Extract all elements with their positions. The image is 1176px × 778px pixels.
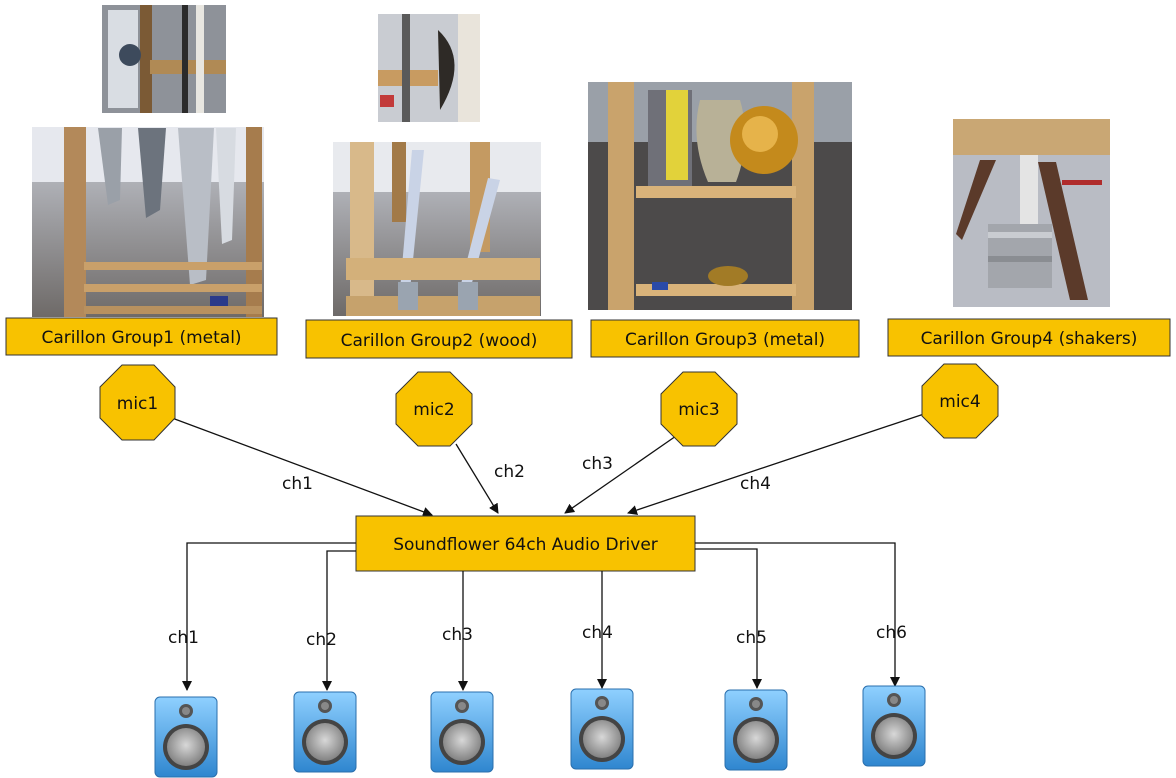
mic3-node: mic3 [660, 371, 738, 447]
output-label-ch3: ch3 [442, 625, 473, 645]
mic2-node: mic2 [395, 371, 473, 447]
edge-driver-speaker1 [182, 542, 356, 691]
mic2-label: mic2 [413, 400, 454, 420]
mic1-label: mic1 [117, 394, 158, 414]
edge-mic4-driver [627, 413, 925, 515]
edge-driver-speaker5 [695, 548, 762, 689]
mic4-label: mic4 [939, 392, 980, 412]
edge-driver-speaker2 [322, 550, 356, 691]
output-label-ch5: ch5 [736, 628, 767, 648]
edge-label-ch2: ch2 [494, 462, 525, 482]
speaker-3 [430, 691, 494, 773]
group1-photo [32, 127, 264, 317]
output-label-ch2: ch2 [306, 630, 337, 650]
edge-label-ch4: ch4 [740, 474, 771, 494]
group4-photo [953, 119, 1110, 307]
group2-label-box: Carillon Group2 (wood) [305, 319, 573, 359]
speaker-icon [724, 689, 788, 771]
group4-label: Carillon Group4 (shakers) [921, 329, 1138, 349]
output-label-ch6: ch6 [876, 623, 907, 643]
output-label-ch1: ch1 [168, 628, 199, 648]
edge-label-ch1: ch1 [282, 474, 313, 494]
edge-mic2-driver [455, 443, 499, 514]
speaker-icon [154, 696, 218, 778]
mic3-label: mic3 [678, 400, 719, 420]
edge-driver-speaker6 [695, 542, 900, 687]
speaker-icon [293, 691, 357, 773]
group2-small-photo [378, 14, 480, 122]
speaker-5 [724, 689, 788, 771]
audio-driver-box: Soundflower 64ch Audio Driver [355, 515, 696, 572]
audio-driver-label: Soundflower 64ch Audio Driver [393, 535, 658, 555]
group1-small-photo [102, 5, 226, 113]
speaker-1 [154, 696, 218, 778]
speaker-icon [570, 688, 634, 770]
group3-label: Carillon Group3 (metal) [625, 330, 825, 350]
edge-label-ch3: ch3 [582, 454, 613, 474]
speaker-4 [570, 688, 634, 770]
mic1-node: mic1 [99, 364, 176, 441]
group3-label-box: Carillon Group3 (metal) [590, 319, 860, 358]
output-label-ch4: ch4 [582, 623, 613, 643]
mic4-node: mic4 [921, 363, 999, 439]
group2-photo [333, 142, 541, 316]
group1-label: Carillon Group1 (metal) [41, 328, 241, 348]
speaker-2 [293, 691, 357, 773]
edge-mic3-driver [564, 435, 677, 514]
speaker-icon [430, 691, 494, 773]
group3-photo [588, 82, 852, 310]
group1-label-box: Carillon Group1 (metal) [5, 317, 278, 356]
speaker-icon [862, 685, 926, 767]
edge-mic1-driver [171, 417, 433, 517]
group4-label-box: Carillon Group4 (shakers) [887, 318, 1171, 357]
speaker-6 [862, 685, 926, 767]
group2-label: Carillon Group2 (wood) [341, 331, 538, 351]
